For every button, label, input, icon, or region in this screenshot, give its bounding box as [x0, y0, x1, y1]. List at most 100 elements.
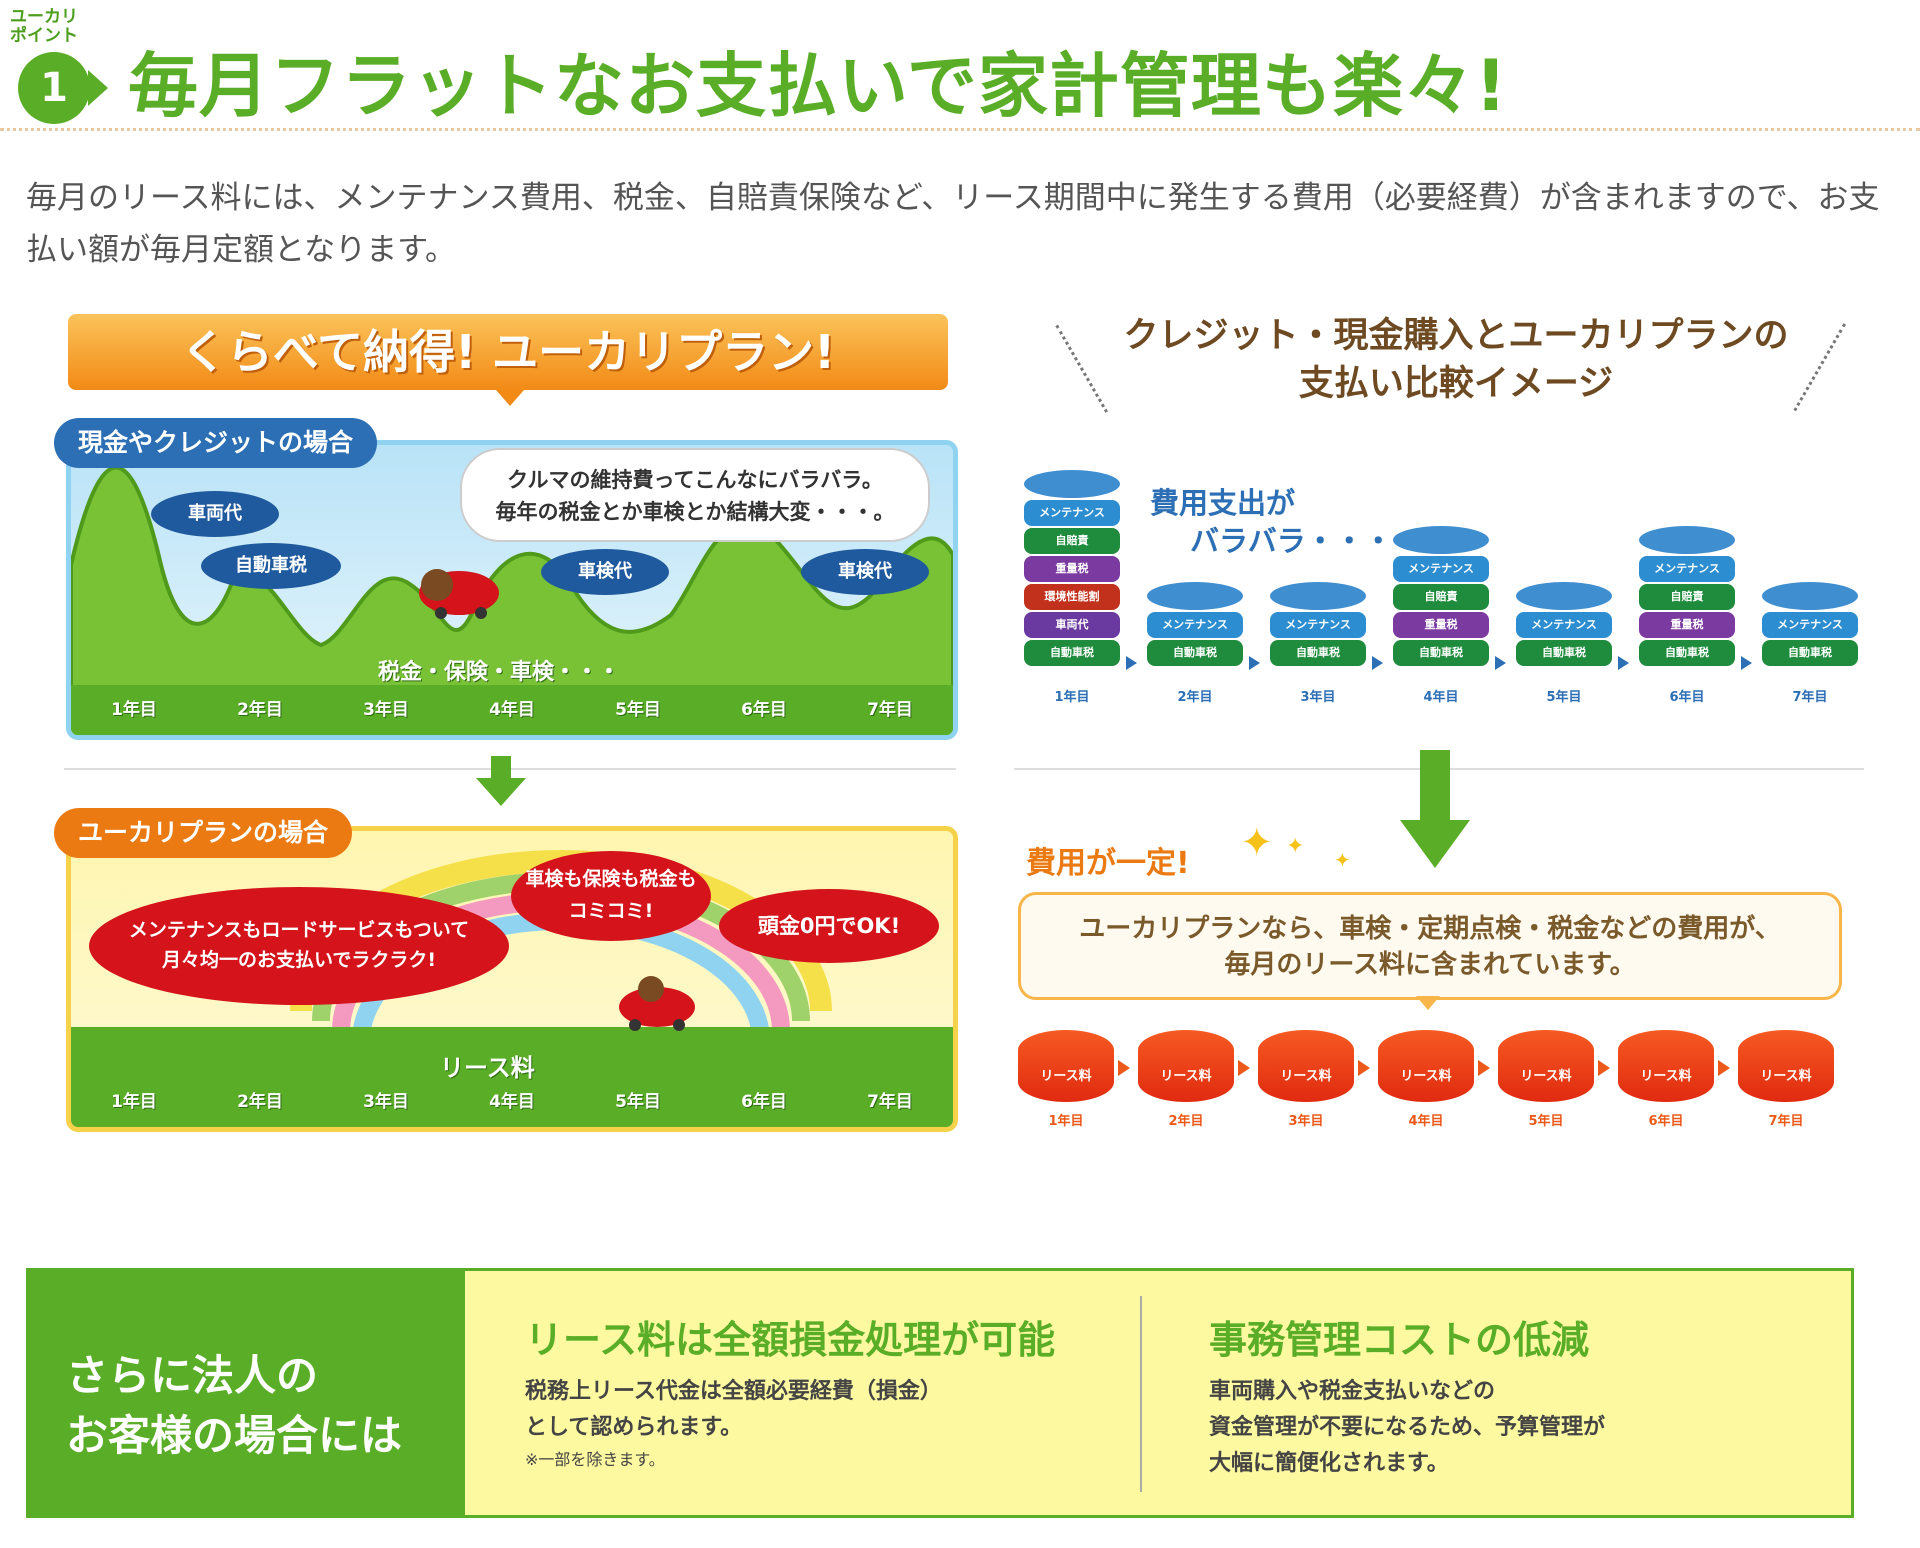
banner-pointer — [496, 390, 524, 406]
benefit-deductible: リース料は全額損金処理が可能 税務上リース代金は全額必要経費（損金） として認め… — [525, 1309, 1055, 1470]
year-label: 6年目 — [1669, 690, 1705, 705]
chevron-right-icon — [1372, 656, 1383, 670]
cost-coin: メンテナンス — [1024, 500, 1120, 526]
coin-top-icon — [1393, 526, 1489, 554]
oval-auto-tax: 自動車税 — [201, 543, 341, 589]
spend-line: バラバラ・・・ — [1190, 524, 1393, 558]
cost-coin: 自動車税 — [1516, 640, 1612, 666]
benefit-title: 事務管理コストの低減 — [1209, 1318, 1590, 1362]
year-label: 1年目 — [111, 1092, 157, 1112]
year-label: 5年目 — [1546, 690, 1582, 705]
sparkle-icon: ✦ — [1334, 848, 1351, 872]
year-label: 6年目 — [1648, 1114, 1684, 1129]
year-label: 3年目 — [1288, 1114, 1324, 1129]
lease-coin: リース料 — [1378, 1030, 1474, 1102]
benefit-text: 税務上リース代金は全額必要経費（損金） — [525, 1379, 942, 1404]
car-mascot-icon — [411, 563, 501, 619]
sparkle-icon: ✦ — [1240, 820, 1274, 866]
benefit-separator — [1140, 1296, 1142, 1492]
corporate-heading: さらに法人の お客様の場合には — [26, 1268, 462, 1518]
chevron-right-icon — [1495, 656, 1506, 670]
cost-coin: メンテナンス — [1516, 612, 1612, 638]
plan-note-box: ユーカリプランなら、車検・定期点検・税金などの費用が、 毎月のリース料に含まれて… — [1018, 892, 1842, 1000]
chevron-right-icon — [1118, 1060, 1130, 1076]
benefit-text: 資金管理が不要になるため、予算管理が — [1209, 1415, 1606, 1440]
chevron-right-icon — [1478, 1060, 1490, 1076]
point-badge: ユーカリ ポイント 1 — [10, 8, 108, 126]
coin-top-icon — [1270, 582, 1366, 610]
chevron-right-icon — [1618, 656, 1629, 670]
cost-coin: 重量税 — [1393, 612, 1489, 638]
coin-top-icon — [1147, 582, 1243, 610]
spend-line: 費用支出が — [1150, 486, 1296, 520]
corporate-heading-line: さらに法人の — [66, 1351, 319, 1400]
benefit-text: 大幅に簡便化されます。 — [1209, 1451, 1449, 1476]
cost-coin: 環境性能割 — [1024, 584, 1120, 610]
plan-year-axis: 1年目 2年目 3年目 4年目 5年目 6年目 7年目 — [71, 1087, 953, 1112]
cost-stack: メンテナンス自動車税 — [1147, 582, 1243, 666]
lease-coin: リース料 — [1258, 1030, 1354, 1102]
year-label: 7年目 — [1768, 1114, 1804, 1129]
cost-coin: 自動車税 — [1762, 640, 1858, 666]
compare-banner: くらべて納得! ユーカリプラン! — [68, 314, 948, 390]
cost-coin: 自賠責 — [1024, 528, 1120, 554]
lease-coin: リース料 — [1138, 1030, 1234, 1102]
cash-thought-bubble: クルマの維持費ってこんなにバラバラ。 毎年の税金とか車検とか結構大変・・・。 — [460, 448, 930, 542]
lease-fee-caption: リース料 — [440, 1054, 535, 1082]
cost-coin: メンテナンス — [1270, 612, 1366, 638]
year-label: 4年目 — [1423, 690, 1459, 705]
cost-coin: 重量税 — [1639, 612, 1735, 638]
chevron-right-icon — [1718, 1060, 1730, 1076]
year-label: 5年目 — [615, 700, 661, 720]
down-arrow-icon — [1400, 750, 1470, 868]
year-label: 1年目 — [111, 700, 157, 720]
benefit-text: 車両購入や税金支払いなどの — [1209, 1379, 1496, 1404]
bubble-line: クルマの維持費ってこんなにバラバラ。 — [507, 468, 883, 492]
coin-top-icon — [1762, 582, 1858, 610]
cost-coin: 自賠責 — [1639, 584, 1735, 610]
year-label: 1年目 — [1054, 690, 1090, 705]
year-label: 4年目 — [489, 1092, 535, 1112]
year-label: 6年目 — [741, 1092, 787, 1112]
oval-line: コミコミ! — [568, 900, 654, 922]
cost-coin: 自動車税 — [1024, 640, 1120, 666]
lease-coin: リース料 — [1018, 1030, 1114, 1102]
oval-no-down-payment: 頭金0円でOK! — [719, 889, 939, 963]
note-pointer — [1416, 996, 1440, 1010]
oval-line: メンテナンスもロードサービスもついて — [128, 919, 470, 941]
intro-text: 毎月のリース料には、メンテナンス費用、税金、自賠責保険など、リース期間中に発生す… — [26, 180, 1880, 268]
cost-coin: メンテナンス — [1147, 612, 1243, 638]
tab-cash-credit: 現金やクレジットの場合 — [54, 418, 378, 468]
cost-coin: 自賠責 — [1393, 584, 1489, 610]
comparison-title: クレジット・現金購入とユーカリプランの 支払い比較イメージ — [1096, 312, 1816, 408]
chevron-right-icon — [1598, 1060, 1610, 1076]
chevron-right-icon — [1249, 656, 1260, 670]
cost-coin: メンテナンス — [1393, 556, 1489, 582]
year-label: 7年目 — [867, 700, 913, 720]
lease-coin: リース料 — [1498, 1030, 1594, 1102]
year-label: 2年目 — [1168, 1114, 1204, 1129]
year-label: 7年目 — [867, 1092, 913, 1112]
benefit-text: として認められます。 — [525, 1415, 743, 1440]
cost-stack: メンテナンス自動車税 — [1762, 582, 1858, 666]
chevron-right-icon — [1741, 656, 1752, 670]
cost-coin: 自動車税 — [1147, 640, 1243, 666]
cost-stack: メンテナンス自動車税 — [1270, 582, 1366, 666]
cash-wave-caption: 税金・保険・車検・・・ — [378, 660, 621, 685]
sparkle-icon: ✦ — [1286, 834, 1305, 859]
year-label: 1年目 — [1048, 1114, 1084, 1129]
bubble-line: 毎年の税金とか車検とか結構大変・・・。 — [495, 500, 895, 524]
cost-coin: 重量税 — [1024, 556, 1120, 582]
cost-coin: メンテナンス — [1639, 556, 1735, 582]
tab-eucalyptus-plan: ユーカリプランの場合 — [54, 808, 353, 858]
year-label: 5年目 — [615, 1092, 661, 1112]
year-label: 2年目 — [1177, 690, 1213, 705]
page-title: 毎月フラットなお支払いで家計管理も楽々! — [128, 45, 1508, 127]
badge-number: 1 — [18, 52, 90, 124]
cash-year-axis: 1年目 2年目 3年目 4年目 5年目 6年目 7年目 — [71, 695, 953, 720]
car-mascot-icon — [611, 975, 701, 1031]
chevron-right-icon — [1238, 1060, 1250, 1076]
oval-vehicle-cost: 車両代 — [151, 491, 279, 537]
chevron-right-icon — [1358, 1060, 1370, 1076]
year-label: 6年目 — [741, 700, 787, 720]
